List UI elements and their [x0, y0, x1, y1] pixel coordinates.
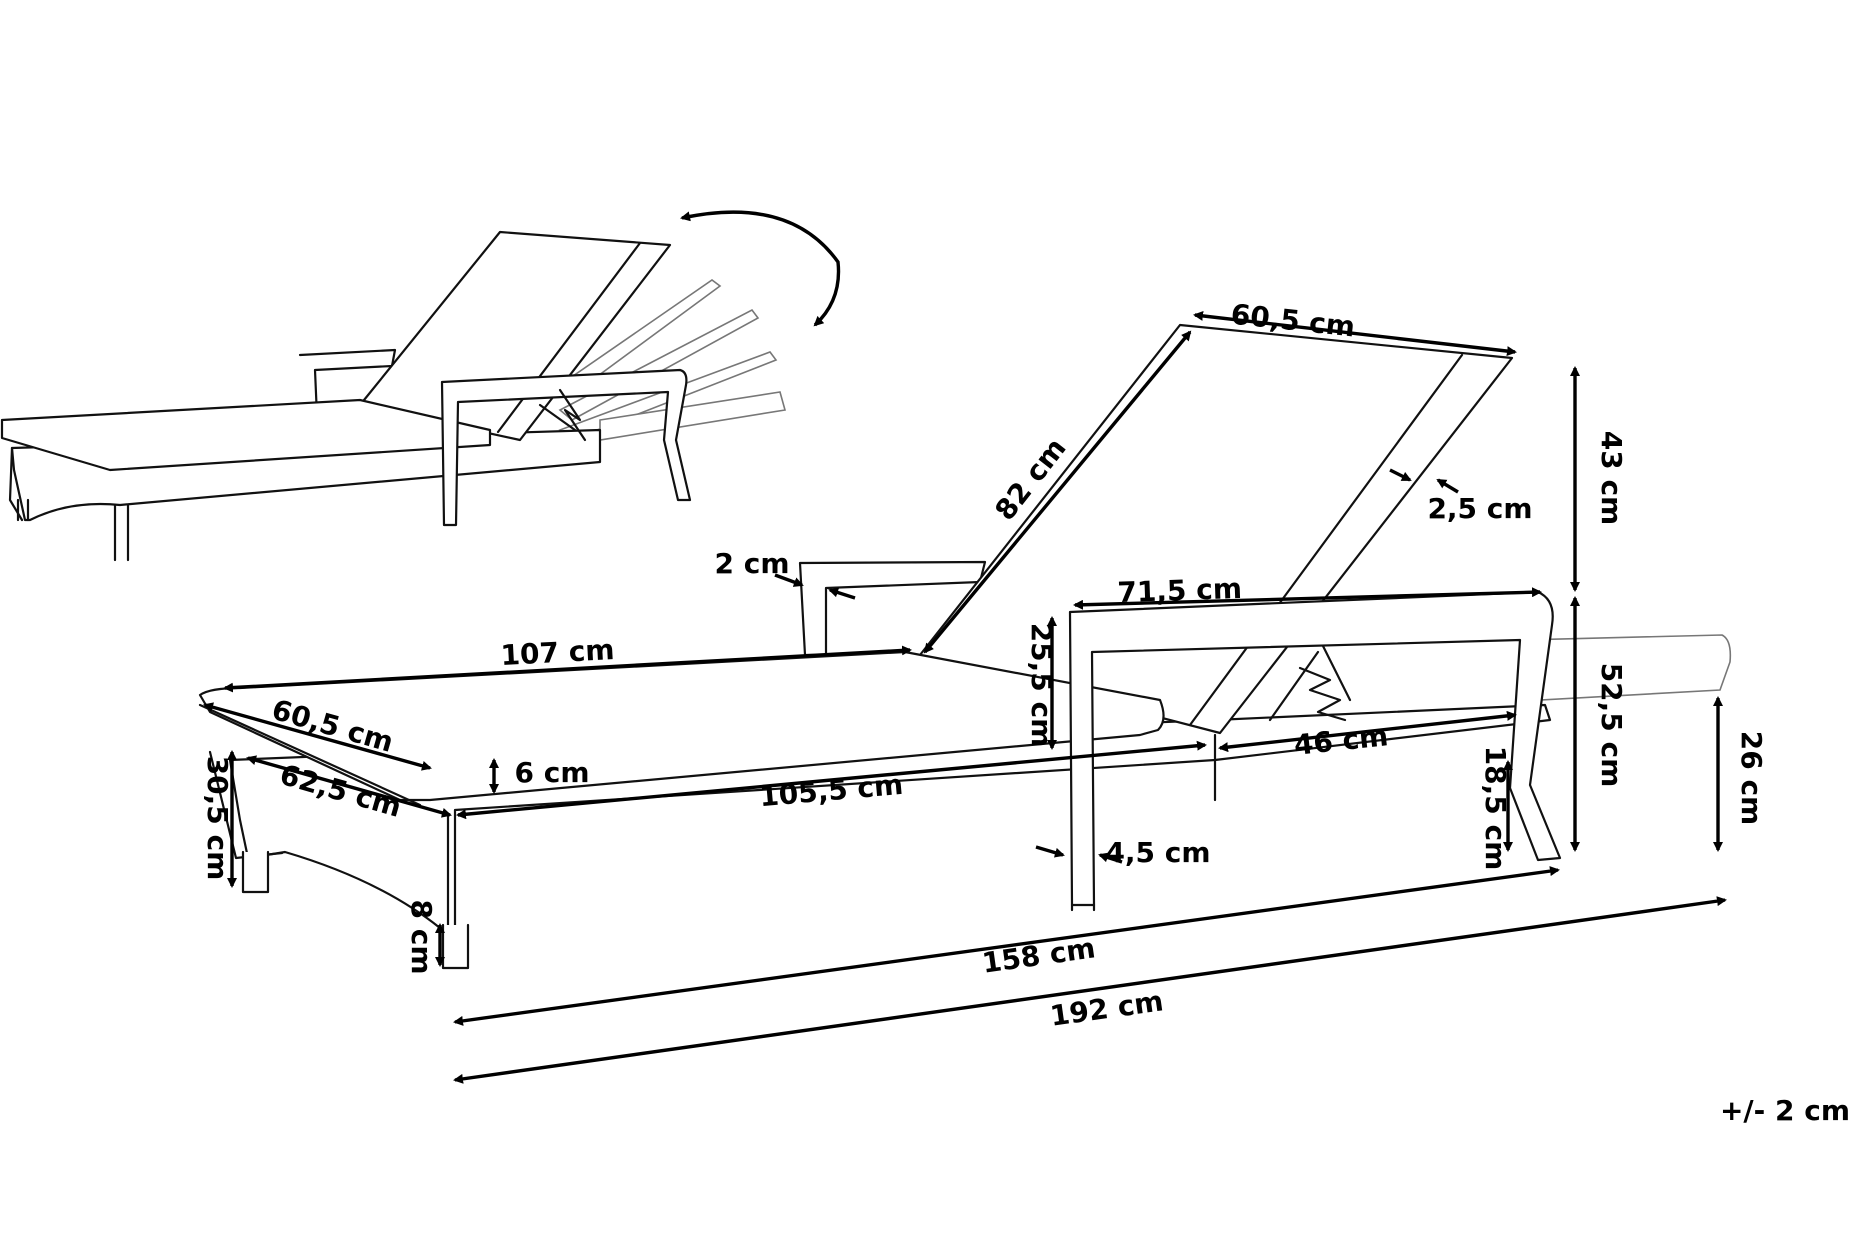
dim-line-backrest-length: [923, 330, 1192, 654]
tolerance-note: +/- 2 cm: [1720, 1094, 1850, 1127]
inset-recline-mechanism: [538, 388, 587, 442]
dim-line-leg-thickness: [1035, 845, 1065, 858]
label-seat-height: 26 cm: [1735, 731, 1768, 826]
dim-line-backrest-thickness: [1389, 468, 1412, 482]
dim-line-frame-length: [456, 740, 1207, 820]
label-total-height: 52,5 cm: [1595, 663, 1628, 788]
leg-front: [441, 923, 470, 970]
dim-line-armrest-length: [1073, 587, 1542, 610]
dim-line-frame-width: [246, 755, 452, 818]
dim-line-armrest-thickness: [828, 587, 856, 600]
inset-front-armrest: [440, 368, 692, 527]
inset-leg: [113, 503, 130, 562]
label-frame-total-length: 158 cm: [980, 931, 1097, 980]
dim-line-leg-thickness: [1098, 852, 1123, 864]
label-leg-clearance: 8 cm: [405, 899, 438, 974]
label-backrest-thickness: 2,5 cm: [1427, 492, 1532, 525]
label-backrest-height: 43 cm: [1595, 431, 1628, 526]
inset-backrest-edge: [496, 241, 642, 434]
inset-leg: [16, 498, 30, 522]
leg-rear: [241, 850, 270, 894]
dim-line-backrest-thickness: [1436, 478, 1459, 494]
dim-line-armrest-thickness: [774, 573, 804, 587]
label-frame-height: 30,5 cm: [201, 756, 234, 881]
label-total-length: 192 cm: [1048, 984, 1165, 1033]
dim-line-footrest-length: [1218, 710, 1517, 753]
label-seat-length: 107 cm: [500, 633, 616, 672]
inset-recline-arrow: [680, 210, 841, 327]
inset-seat-cushion: [0, 398, 492, 472]
label-leg-height: 18,5 cm: [1479, 746, 1512, 871]
label-leg-thickness: 4,5 cm: [1105, 836, 1210, 869]
label-cushion-thickness: 6 cm: [514, 756, 589, 789]
dim-line-seat-length: [223, 645, 912, 693]
label-armrest-thickness: 2 cm: [714, 547, 789, 580]
backrest-edge: [1188, 353, 1464, 727]
dimension-lines: [203, 310, 1727, 1084]
inset-lounger-illustration: [0, 210, 841, 562]
inset-footrest-ghost: [599, 391, 787, 441]
label-armrest-length: 71,5 cm: [1117, 572, 1243, 609]
dim-line-backrest-width: [1193, 310, 1517, 357]
dim-line-total-length: [453, 896, 1727, 1084]
label-armrest-clearance: 25,5 cm: [1025, 623, 1058, 748]
